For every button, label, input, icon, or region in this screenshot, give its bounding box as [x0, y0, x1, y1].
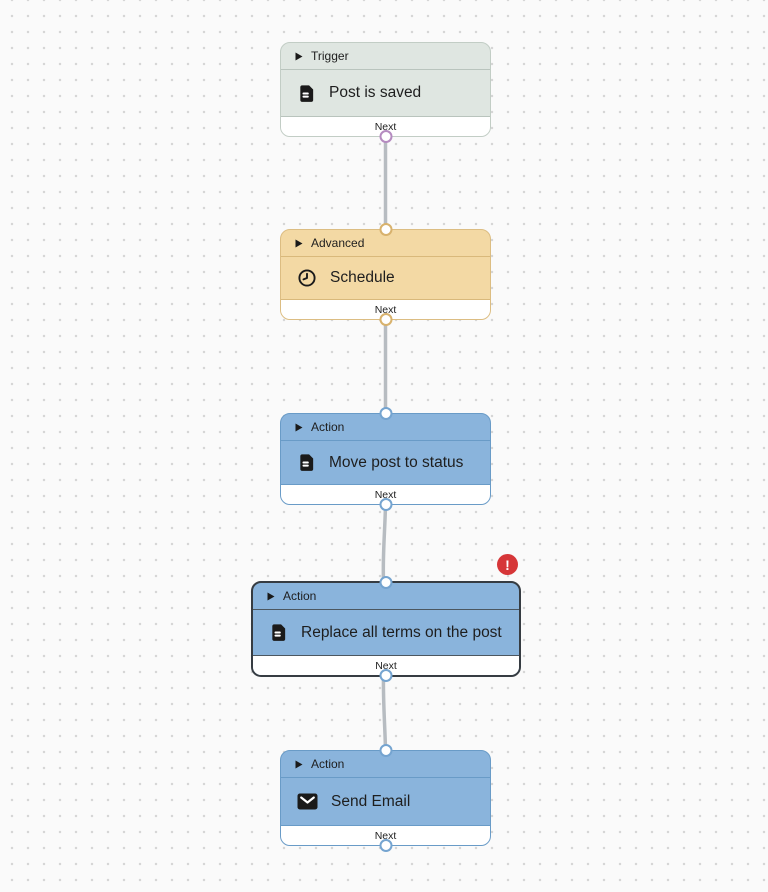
- node-title: Send Email: [331, 792, 411, 810]
- node-footer: Next: [281, 484, 490, 504]
- node-body[interactable]: Schedule: [281, 257, 490, 299]
- post-document-icon: [269, 623, 288, 642]
- node-header[interactable]: Action: [281, 414, 490, 441]
- node-footer: Next: [281, 825, 490, 845]
- collapse-arrow-icon: [295, 239, 303, 248]
- output-port[interactable]: [379, 839, 392, 852]
- node-advanced-schedule[interactable]: Advanced Schedule Next: [280, 223, 491, 326]
- node-trigger-post-is-saved[interactable]: Trigger Post is saved Next: [280, 42, 491, 143]
- node-action-replace-all-terms[interactable]: Action Replace all terms on the post Nex…: [251, 576, 521, 682]
- next-label: Next: [374, 303, 397, 316]
- node-header[interactable]: Trigger: [281, 43, 490, 70]
- node-body[interactable]: Move post to status: [281, 441, 490, 484]
- node-header[interactable]: Action: [281, 751, 490, 778]
- node-action-send-email[interactable]: Action Send Email Next: [280, 744, 491, 852]
- output-port[interactable]: [379, 313, 392, 326]
- next-label: Next: [374, 120, 397, 133]
- node-title: Post is saved: [329, 84, 422, 101]
- clock-icon: [297, 268, 317, 288]
- collapse-arrow-icon: [295, 423, 303, 432]
- node-title: Replace all terms on the post: [301, 623, 502, 641]
- node-title: Schedule: [330, 269, 395, 286]
- next-label: Next: [374, 829, 397, 842]
- collapse-arrow-icon: [295, 52, 303, 61]
- output-port[interactable]: [379, 498, 392, 511]
- post-document-icon: [297, 453, 316, 472]
- node-category-label: Action: [283, 589, 317, 603]
- post-document-icon: [297, 84, 316, 103]
- node-action-move-post-to-status[interactable]: Action Move post to status Next: [280, 407, 491, 511]
- node-header[interactable]: Action: [253, 583, 519, 610]
- next-label: Next: [375, 659, 397, 672]
- collapse-arrow-icon: [295, 760, 303, 769]
- node-body[interactable]: Send Email: [281, 778, 490, 825]
- email-icon: [297, 793, 318, 810]
- input-port[interactable]: [379, 576, 393, 589]
- input-port[interactable]: [379, 744, 392, 757]
- error-badge[interactable]: !: [497, 554, 518, 575]
- node-body[interactable]: Post is saved: [281, 70, 490, 116]
- node-footer: Next: [281, 299, 490, 319]
- node-footer: Next: [281, 116, 490, 136]
- input-port[interactable]: [379, 407, 392, 420]
- error-symbol: !: [505, 556, 510, 573]
- collapse-arrow-icon: [267, 592, 275, 601]
- input-port[interactable]: [379, 223, 392, 236]
- node-category-label: Action: [311, 420, 345, 434]
- output-port[interactable]: [379, 669, 393, 682]
- node-category-label: Action: [311, 757, 345, 771]
- node-footer: Next: [253, 655, 519, 675]
- node-body[interactable]: Replace all terms on the post: [253, 610, 519, 655]
- node-title: Move post to status: [329, 453, 464, 471]
- next-label: Next: [374, 488, 397, 501]
- node-header[interactable]: Advanced: [281, 230, 490, 257]
- output-port[interactable]: [379, 130, 392, 143]
- node-category-label: Advanced: [311, 236, 365, 250]
- node-category-label: Trigger: [311, 49, 349, 63]
